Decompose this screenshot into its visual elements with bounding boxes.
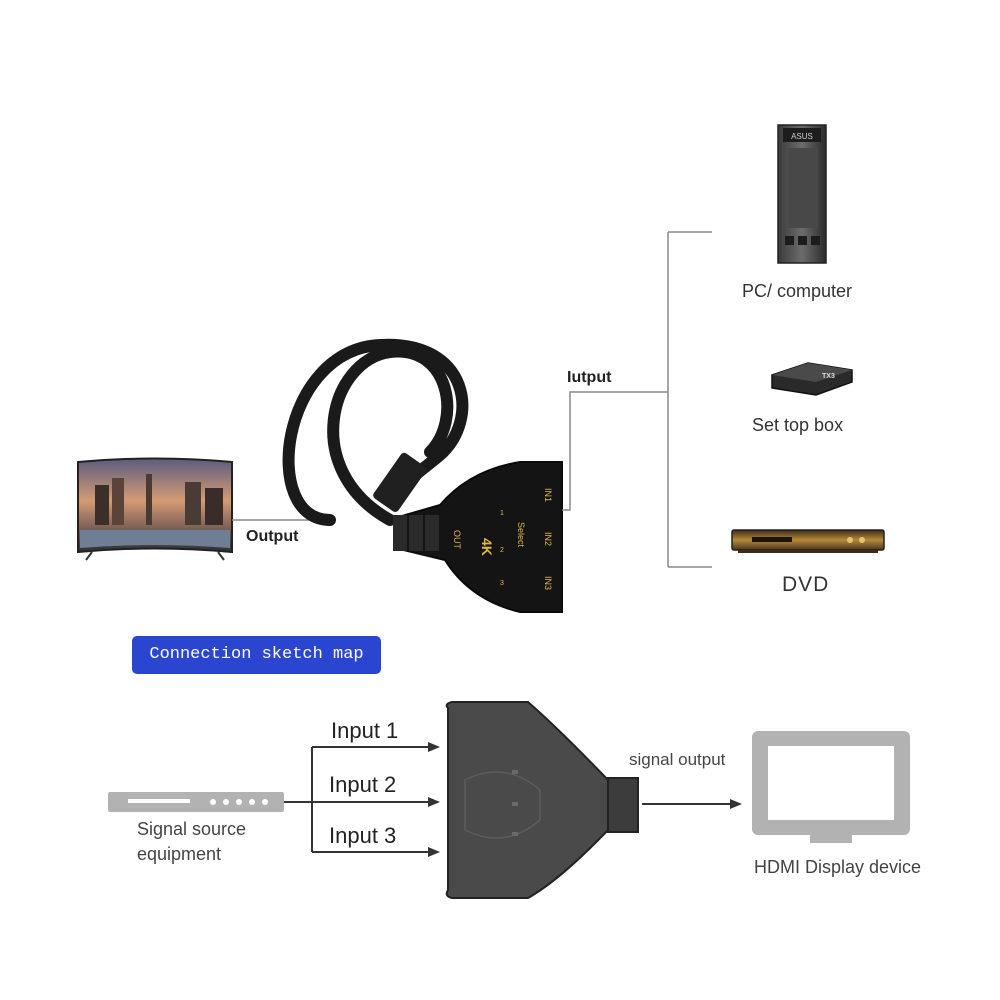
signal-output-label: signal output xyxy=(629,750,726,769)
switch-output-label: Iutput xyxy=(567,369,612,386)
input-connectors xyxy=(284,742,440,857)
pc-tower-image: ASUS xyxy=(777,124,827,264)
signal-source-icon xyxy=(108,792,284,812)
switch-led-3: 3 xyxy=(500,580,504,587)
switch-select-label: Select xyxy=(516,522,526,548)
hdmi-switch-photo xyxy=(282,338,563,613)
switch-port-in2: IN2 xyxy=(543,532,553,546)
switch-port-in1: IN1 xyxy=(543,488,553,502)
switch-resolution: 4K xyxy=(479,538,495,556)
switch-port-in3: IN3 xyxy=(543,576,553,590)
signal-source-label-line2: equipment xyxy=(137,844,222,864)
switch-body xyxy=(394,461,563,613)
hdmi-display-label: HDMI Display device xyxy=(754,857,922,877)
pc-brand: ASUS xyxy=(791,132,813,141)
set-top-box-brand: TX3 xyxy=(822,373,835,380)
display-device-icon xyxy=(752,731,910,843)
pc-computer-label: PC/ computer xyxy=(742,281,853,301)
set-top-box-label: Set top box xyxy=(752,415,844,435)
switch-out-label: OUT xyxy=(452,530,462,550)
input-1-label: Input 1 xyxy=(331,718,399,743)
tv-image xyxy=(77,457,233,561)
dvd-player-image xyxy=(731,529,885,553)
hdmi-plug xyxy=(373,452,427,512)
dvd-label: DVD xyxy=(782,573,830,596)
connection-sketch-title: Connection sketch map xyxy=(132,636,381,674)
switch-led-2: 2 xyxy=(500,547,504,554)
signal-source-label-line1: Signal source xyxy=(137,819,247,839)
input-2-label: Input 2 xyxy=(329,772,397,797)
set-top-box-image: TX3 xyxy=(771,362,853,396)
switch-led-1: 1 xyxy=(500,510,504,517)
sketch-switch-body xyxy=(445,701,639,899)
device-bracket-lines xyxy=(562,231,712,568)
tv-output-label: Output xyxy=(246,528,299,545)
switch-markings: 4K Select OUT IN1 IN2 IN3 1 2 3 xyxy=(452,488,553,590)
input-3-label: Input 3 xyxy=(329,823,397,848)
